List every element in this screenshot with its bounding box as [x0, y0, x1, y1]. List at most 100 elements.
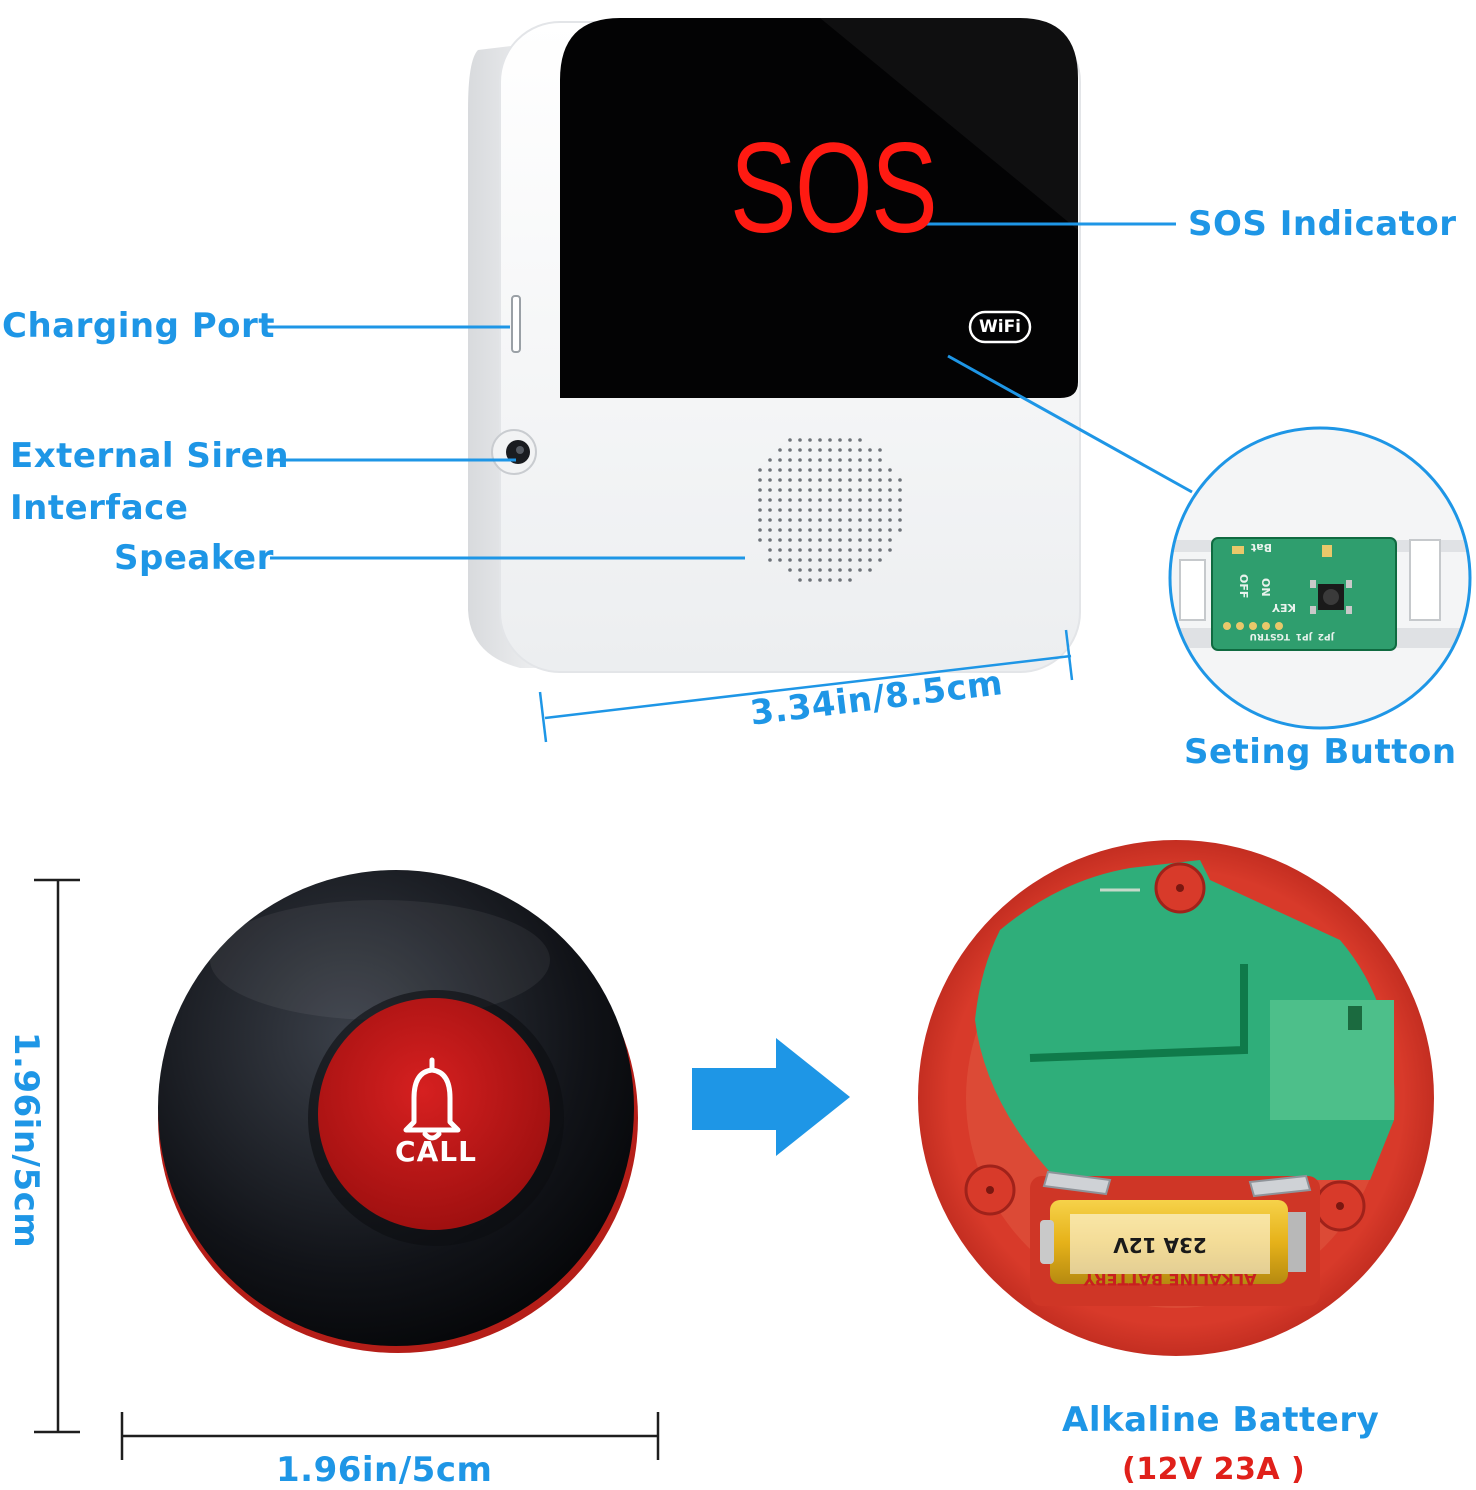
- speaker-hole: [798, 528, 802, 532]
- speaker-hole: [858, 448, 862, 452]
- speaker-hole: [828, 488, 832, 492]
- speaker-hole: [788, 438, 792, 442]
- speaker-hole: [878, 498, 882, 502]
- speaker-hole: [838, 538, 842, 542]
- speaker-hole: [808, 518, 812, 522]
- speaker-hole: [798, 558, 802, 562]
- battery-print-text: 23A 12V: [1113, 1233, 1207, 1257]
- speaker-hole: [828, 538, 832, 542]
- speaker-hole: [788, 558, 792, 562]
- speaker-hole: [838, 578, 842, 582]
- speaker-hole: [868, 538, 872, 542]
- speaker-hole: [878, 468, 882, 472]
- speaker-hole: [778, 488, 782, 492]
- pcb-text-tgstru: TGSTRU: [1250, 631, 1290, 641]
- pcb-text-off: OFF: [1237, 574, 1250, 598]
- speaker-hole: [838, 498, 842, 502]
- speaker-hole: [788, 468, 792, 472]
- speaker-hole: [798, 468, 802, 472]
- speaker-hole: [818, 468, 822, 472]
- speaker-hole: [838, 508, 842, 512]
- speaker-hole: [848, 538, 852, 542]
- speaker-hole: [828, 448, 832, 452]
- speaker-hole: [868, 458, 872, 462]
- speaker-hole: [788, 508, 792, 512]
- speaker-hole: [868, 548, 872, 552]
- speaker-hole: [768, 508, 772, 512]
- receiver-unit: [468, 18, 1081, 673]
- speaker-hole: [868, 558, 872, 562]
- speaker-hole: [818, 558, 822, 562]
- speaker-hole: [878, 478, 882, 482]
- speaker-hole: [848, 518, 852, 522]
- pcb-text-jp2: JP2: [1318, 631, 1335, 641]
- speaker-hole: [808, 558, 812, 562]
- speaker-hole: [798, 518, 802, 522]
- speaker-hole: [798, 478, 802, 482]
- speaker-hole: [798, 458, 802, 462]
- label-sos-indicator: SOS Indicator: [1188, 204, 1457, 244]
- speaker-hole: [798, 548, 802, 552]
- speaker-hole: [858, 548, 862, 552]
- speaker-hole: [878, 548, 882, 552]
- call-button-device: [158, 870, 638, 1353]
- speaker-hole: [828, 508, 832, 512]
- call-red-button: [318, 998, 550, 1230]
- speaker-hole: [888, 488, 892, 492]
- speaker-hole: [808, 508, 812, 512]
- setting-button-magnifier: Bat ON OFF KEY JP2 JP1 TGSTRU: [1168, 426, 1472, 730]
- speaker-hole: [858, 508, 862, 512]
- pcb-text-jp1: JP1: [1296, 631, 1313, 641]
- speaker-hole: [868, 478, 872, 482]
- speaker-hole: [808, 538, 812, 542]
- speaker-hole: [848, 448, 852, 452]
- speaker-hole: [818, 478, 822, 482]
- speaker-hole: [858, 568, 862, 572]
- pcb-text-bat: Bat: [1251, 541, 1272, 554]
- speaker-hole: [788, 528, 792, 532]
- speaker-hole: [888, 508, 892, 512]
- speaker-hole: [858, 538, 862, 542]
- speaker-hole: [808, 578, 812, 582]
- speaker-hole: [848, 568, 852, 572]
- speaker-grille: [758, 438, 902, 582]
- speaker-hole: [878, 488, 882, 492]
- speaker-hole: [798, 578, 802, 582]
- speaker-hole: [818, 448, 822, 452]
- bell-icon: [403, 1057, 461, 1141]
- speaker-hole: [858, 468, 862, 472]
- call-button-text: CALL: [395, 1135, 477, 1168]
- speaker-hole: [808, 468, 812, 472]
- speaker-hole: [888, 478, 892, 482]
- receiver-width-dimension: [538, 629, 1074, 743]
- label-setting-button: Seting Button: [1184, 732, 1457, 772]
- speaker-hole: [768, 528, 772, 532]
- speaker-hole: [878, 558, 882, 562]
- speaker-hole: [888, 528, 892, 532]
- speaker-hole: [788, 488, 792, 492]
- speaker-hole: [838, 458, 842, 462]
- speaker-hole: [798, 488, 802, 492]
- pcb-text-key: KEY: [1271, 601, 1296, 614]
- speaker-hole: [758, 518, 762, 522]
- speaker-hole: [858, 488, 862, 492]
- speaker-hole: [828, 438, 832, 442]
- speaker-hole: [838, 558, 842, 562]
- speaker-hole: [788, 478, 792, 482]
- speaker-hole: [838, 468, 842, 472]
- speaker-hole: [798, 438, 802, 442]
- speaker-hole: [778, 518, 782, 522]
- speaker-hole: [778, 508, 782, 512]
- speaker-hole: [848, 458, 852, 462]
- speaker-hole: [868, 568, 872, 572]
- speaker-hole: [808, 478, 812, 482]
- speaker-hole: [818, 528, 822, 532]
- speaker-hole: [828, 568, 832, 572]
- speaker-hole: [758, 528, 762, 532]
- speaker-hole: [868, 488, 872, 492]
- speaker-hole: [888, 538, 892, 542]
- speaker-hole: [758, 538, 762, 542]
- speaker-hole: [838, 548, 842, 552]
- speaker-hole: [888, 498, 892, 502]
